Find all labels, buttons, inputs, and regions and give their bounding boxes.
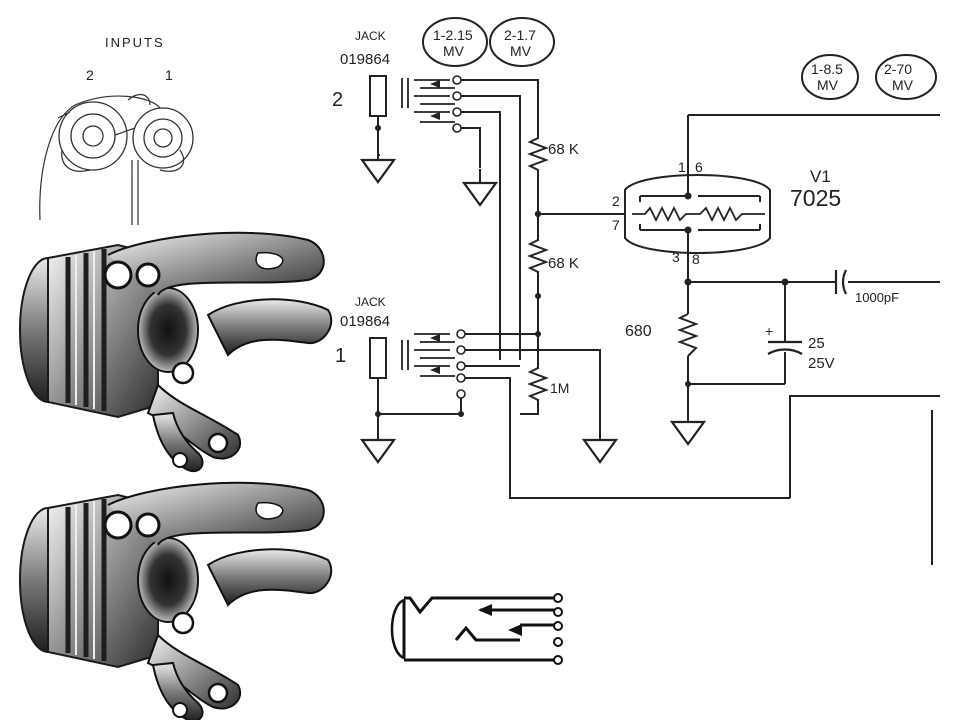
inputs-label-1: 1 xyxy=(165,67,173,83)
inputs-title: INPUTS xyxy=(105,35,165,50)
svg-text:1: 1 xyxy=(335,345,346,367)
jack-photo-top xyxy=(20,233,331,471)
tube-type: 7025 xyxy=(790,185,841,211)
svg-text:25V: 25V xyxy=(808,355,835,372)
right-frame-wires xyxy=(789,395,940,565)
svg-text:MV: MV xyxy=(892,77,914,93)
tube-name: V1 xyxy=(810,167,831,186)
voltage-bubble-2: 2-1.7 MV xyxy=(489,17,555,67)
svg-text:2-70: 2-70 xyxy=(884,61,912,77)
ground-jack1-right xyxy=(582,424,618,464)
resistor-68k-mid xyxy=(527,214,549,296)
svg-text:MV: MV xyxy=(443,43,465,59)
svg-text:1: 1 xyxy=(678,159,686,175)
svg-text:1000pF: 1000pF xyxy=(855,290,899,305)
resistor-1m xyxy=(520,362,549,415)
resistor-68k-top-label: 68 K xyxy=(548,141,579,158)
input-jack-sketch-2 xyxy=(58,101,128,171)
jack-top: JACK 019864 2 xyxy=(332,29,462,156)
svg-text:JACK: JACK xyxy=(355,295,386,309)
ground-cathode xyxy=(670,406,706,446)
svg-text:1-2.15: 1-2.15 xyxy=(433,27,473,43)
ground-jack1-left xyxy=(360,424,396,464)
svg-text:1-8.5: 1-8.5 xyxy=(811,61,843,77)
tube-v1: 1 6 2 7 3 8 V1 7025 xyxy=(612,115,841,282)
jack-bottom: JACK 019864 1 xyxy=(335,295,466,430)
voltage-bubble-1: 1-2.15 MV xyxy=(422,17,488,67)
svg-text:019864: 019864 xyxy=(340,51,390,68)
schematic-diagram: 1-2.15 MV 2-1.7 MV 1-8.5 MV 2-70 MV JACK… xyxy=(332,17,940,565)
voltage-bubble-3: 1-8.5 MV xyxy=(801,54,859,100)
resistor-68k-top xyxy=(527,130,549,214)
wires-jack2 xyxy=(377,79,539,360)
resistor-68k-mid-label: 68 K xyxy=(548,255,579,272)
svg-text:+: + xyxy=(765,323,773,339)
svg-text:JACK: JACK xyxy=(355,29,386,43)
input-sketch-wiring xyxy=(39,93,185,225)
jack-photo-bottom xyxy=(20,483,331,720)
ground-jack2-right xyxy=(462,167,498,207)
capacitor-coupling: 1000pF xyxy=(834,269,899,305)
voltage-bubble-4: 2-70 MV xyxy=(875,54,937,100)
svg-text:2: 2 xyxy=(612,193,620,209)
jack-symbol xyxy=(390,593,563,665)
svg-text:019864: 019864 xyxy=(340,313,390,330)
capacitor-bypass: + 25 25V xyxy=(765,323,835,372)
svg-text:8: 8 xyxy=(692,251,700,267)
resistor-680 xyxy=(677,313,699,357)
resistor-680-label: 680 xyxy=(625,323,652,340)
svg-text:3: 3 xyxy=(672,249,680,265)
inputs-label-2: 2 xyxy=(86,67,94,83)
svg-text:2-1.7: 2-1.7 xyxy=(504,27,536,43)
svg-text:2: 2 xyxy=(332,89,343,111)
svg-text:MV: MV xyxy=(510,43,532,59)
resistor-1m-label: 1M xyxy=(550,380,569,396)
svg-text:25: 25 xyxy=(808,335,825,352)
input-jack-sketch-1 xyxy=(132,107,194,169)
svg-text:6: 6 xyxy=(695,159,703,175)
inputs-sketch: INPUTS 2 1 xyxy=(39,35,194,225)
svg-text:7: 7 xyxy=(612,217,620,233)
wires-jack1 xyxy=(465,333,790,499)
svg-text:MV: MV xyxy=(817,77,839,93)
